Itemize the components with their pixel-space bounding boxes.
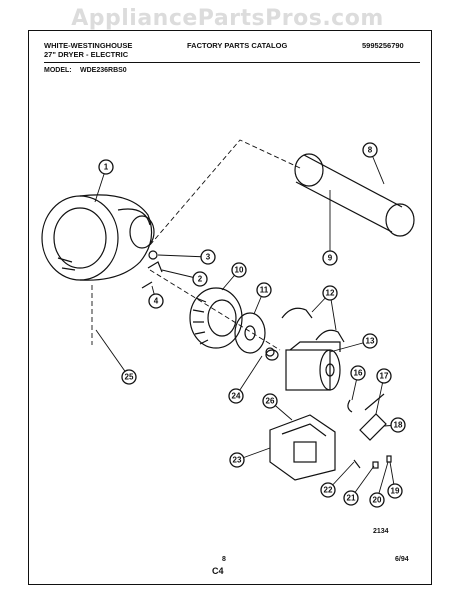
catalog-title: FACTORY PARTS CATALOG [187,41,288,50]
svg-text:13: 13 [366,337,375,346]
svg-text:8: 8 [368,146,373,155]
product-name: 27" DRYER - ELECTRIC [44,50,129,59]
callout-4: 4 [148,293,164,309]
svg-text:25: 25 [125,373,134,382]
callout-8: 8 [362,142,378,158]
callout-23: 23 [229,452,245,468]
drawing-number: 2134 [373,528,389,535]
callout-11: 11 [256,282,272,298]
callout-12: 12 [322,285,338,301]
svg-text:26: 26 [266,397,275,406]
svg-text:17: 17 [380,372,389,381]
svg-text:9: 9 [328,254,333,263]
exhaust-duct-drawing [294,153,415,237]
blower-housing-drawing [41,194,155,281]
blower-wheel-drawing [189,287,243,349]
motor-mount-drawing [269,414,336,481]
catalog-number: 5995256790 [362,41,404,50]
svg-text:11: 11 [260,286,269,295]
callout-16: 16 [350,365,366,381]
callout-19: 19 [387,483,403,499]
callout-17: 17 [376,368,392,384]
callout-18: 18 [390,417,406,433]
motor-drawing [265,341,341,391]
svg-text:10: 10 [235,266,244,275]
page-border [28,30,432,585]
page-number: 8 [222,556,226,563]
section-code: C4 [212,566,224,576]
callout-3: 3 [200,249,216,265]
svg-text:1: 1 [104,163,109,172]
callout-21: 21 [343,490,359,506]
svg-text:21: 21 [347,494,356,503]
callout-20: 20 [369,492,385,508]
watermark-text: AppliancePartsPros.com [71,6,384,31]
callout-2: 2 [192,271,208,287]
svg-text:3: 3 [206,253,211,262]
svg-text:16: 16 [354,369,363,378]
svg-text:24: 24 [232,392,241,401]
housing-fasteners-drawing [141,250,275,357]
motor-clips-drawing [281,307,345,343]
centrifugal-switch-drawing [347,393,392,469]
svg-text:2: 2 [198,275,203,284]
svg-text:19: 19 [391,487,400,496]
callout-13: 13 [362,333,378,349]
callout-1: 1 [98,159,114,175]
callout-10: 10 [231,262,247,278]
callout-25: 25 [121,369,137,385]
callout-22: 22 [320,482,336,498]
brand-name: WHITE-WESTINGHOUSE [44,41,133,50]
svg-text:22: 22 [324,486,333,495]
model-number: WDE236RBS0 [80,67,127,74]
header-divider [44,62,420,63]
svg-text:20: 20 [373,496,382,505]
callout-9: 9 [322,250,338,266]
revision-date: 6/94 [395,556,409,563]
callout-26: 26 [262,393,278,409]
svg-text:23: 23 [233,456,242,465]
model-label: MODEL: [44,67,72,74]
drive-pulley-drawing [234,312,266,354]
svg-text:4: 4 [154,297,159,306]
svg-text:18: 18 [394,421,403,430]
callout-24: 24 [228,388,244,404]
svg-text:12: 12 [326,289,335,298]
